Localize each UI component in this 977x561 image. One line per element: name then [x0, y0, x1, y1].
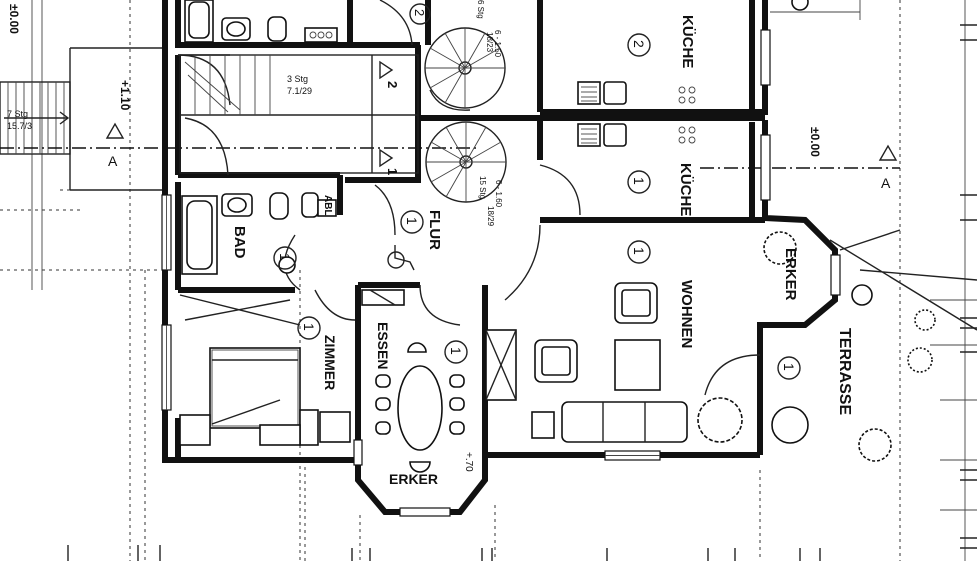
stair-note-spiral-upper-c: 6 - 1.50	[493, 30, 502, 58]
kitchen-fixtures	[577, 81, 696, 147]
spiral-stair-upper	[424, 27, 506, 111]
room-label-terrasse: TERRASSE	[836, 328, 853, 415]
room-label-flur: FLUR	[426, 210, 443, 250]
room-label-bad: BAD	[231, 226, 248, 259]
windows	[161, 29, 841, 517]
stair-note-spiral-lower-b: 18/29	[486, 206, 495, 227]
room-label-wohnen: WOHNEN	[678, 280, 695, 348]
spiral-stair-lower	[425, 121, 507, 203]
section-line	[0, 60, 900, 169]
room-label-kueche-lower: KÜCHE	[677, 163, 694, 216]
room-label-zimmer: ZIMMER	[322, 335, 338, 390]
room-number-kueche-lower: 1	[631, 177, 647, 185]
stair-note-spiral-lower-a: 15 Stg	[478, 176, 487, 199]
room-label-erker-essen: ERKER	[389, 471, 438, 487]
main-stair	[179, 54, 419, 174]
room-number-top-cut: 2	[412, 9, 427, 16]
room-number-essen: 1	[448, 347, 464, 355]
level-stair-left: +1.10	[118, 80, 132, 111]
room-number-bad: 1	[277, 253, 293, 261]
bedroom-furniture	[179, 294, 351, 446]
room-label-erker-wohnen: ERKER	[782, 248, 799, 301]
section-mark-right: A	[881, 175, 891, 191]
entrance-stair	[0, 47, 165, 191]
plants	[697, 0, 977, 462]
stair-note-spiral-upper-a: 6 Stg	[476, 0, 485, 19]
room-number-flur: 1	[404, 217, 420, 225]
room-number-markers	[273, 3, 801, 380]
wheelchair-icon	[387, 245, 415, 271]
room-number-wohnen: 1	[631, 247, 647, 255]
level-right: ±0.00	[808, 127, 822, 157]
label-abl: ABL	[322, 195, 333, 216]
living-furniture	[485, 282, 688, 443]
stair-note-main-steps: 3 Stg	[287, 74, 308, 84]
stair-arrow-lower-number: 1	[385, 168, 400, 175]
room-number-zimmer: 1	[301, 323, 317, 331]
section-mark-left: A	[108, 153, 118, 169]
stair-note-spiral-lower-c: 6 - 1.60	[494, 180, 503, 208]
stair-note-main: 7.1/29	[287, 86, 312, 96]
dining-furniture	[361, 289, 465, 473]
stair-note-left-a: 7 Stg	[7, 109, 28, 119]
stair-note-left-b: 15.7/3	[7, 121, 32, 131]
bathroom-fixtures	[181, 0, 338, 275]
room-number-kueche-upper: 2	[631, 40, 647, 48]
level-erker: +.70	[463, 452, 474, 472]
stair-arrow-upper-number: 2	[385, 81, 400, 88]
room-label-essen: ESSEN	[375, 322, 391, 369]
room-label-kueche-upper: KÜCHE	[679, 15, 696, 68]
stair-note-spiral-upper-b: 18/23	[485, 32, 494, 53]
doors	[177, 0, 761, 396]
level-top-left: ±0.00	[7, 4, 21, 34]
room-number-terrasse: 1	[781, 363, 797, 371]
